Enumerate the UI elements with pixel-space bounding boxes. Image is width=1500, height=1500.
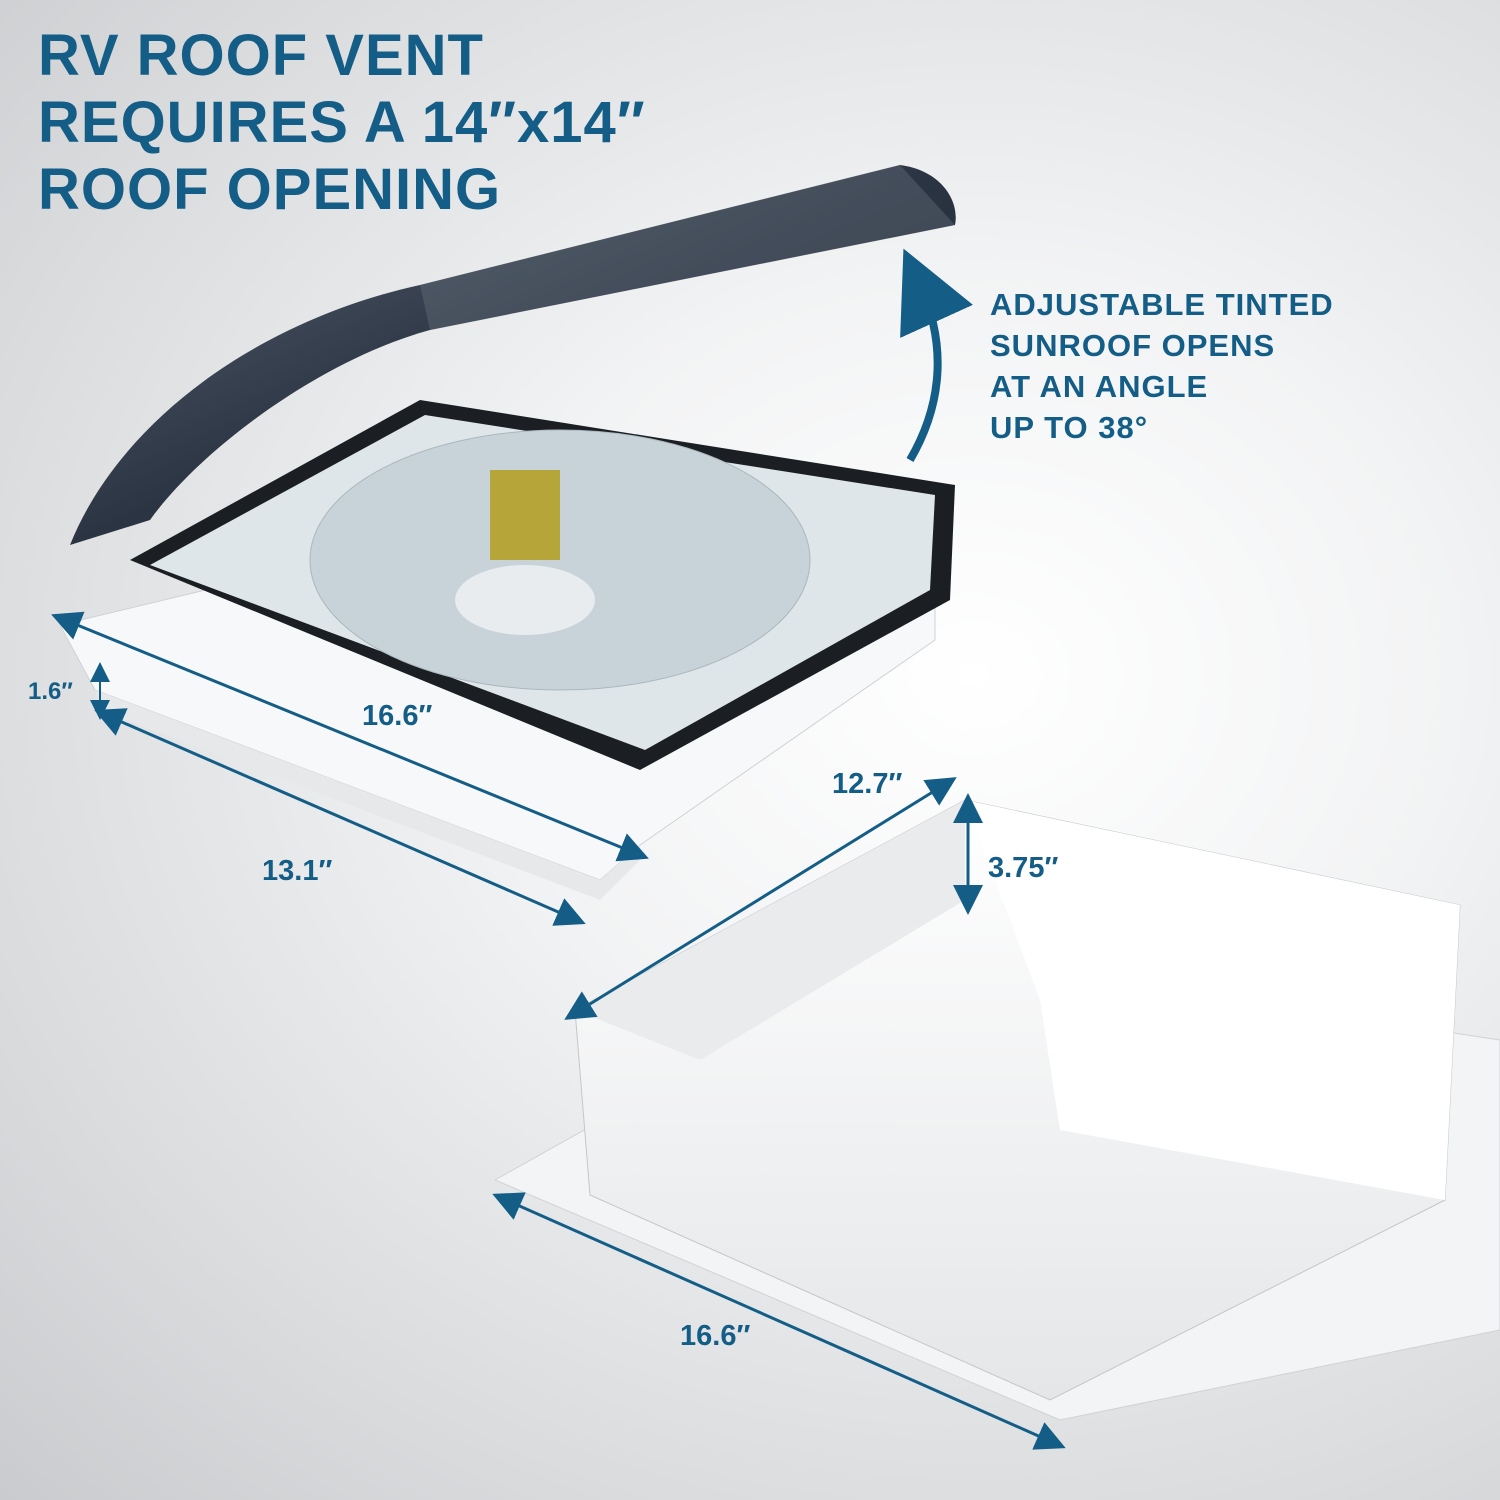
dim-arrow-flange-width	[492, 1192, 1066, 1450]
headline-line: REQUIRES A 14″x14″	[38, 90, 646, 155]
lid-angle-arrow	[900, 248, 973, 463]
dim-vent-height: 1.6″	[28, 678, 73, 705]
dim-flange-height: 3.75″	[988, 852, 1059, 884]
roof-vent	[59, 400, 955, 900]
dim-vent-width: 16.6″	[362, 700, 433, 732]
dim-arrow-flange-opening	[564, 777, 957, 1020]
trim-flange	[493, 799, 1500, 1421]
headline: RV ROOF VENT REQUIRES A 14″x14″ ROOF OPE…	[38, 22, 646, 223]
callout-line: ADJUSTABLE TINTED	[990, 287, 1334, 322]
dim-flange-opening: 12.7″	[832, 768, 903, 800]
callout-line: SUNROOF OPENS	[990, 328, 1276, 363]
dim-vent-depth: 13.1″	[262, 855, 333, 887]
dim-arrow-vent-depth	[94, 708, 586, 926]
sunroof-callout: ADJUSTABLE TINTED SUNROOF OPENS AT AN AN…	[990, 284, 1334, 448]
headline-line: ROOF OPENING	[38, 157, 502, 222]
dim-flange-width: 16.6″	[680, 1320, 751, 1352]
headline-line: RV ROOF VENT	[38, 23, 484, 88]
motor	[490, 470, 560, 560]
callout-line: AT AN ANGLE	[990, 369, 1209, 404]
callout-line: UP TO 38°	[990, 410, 1149, 445]
tinted-lid	[70, 165, 956, 545]
